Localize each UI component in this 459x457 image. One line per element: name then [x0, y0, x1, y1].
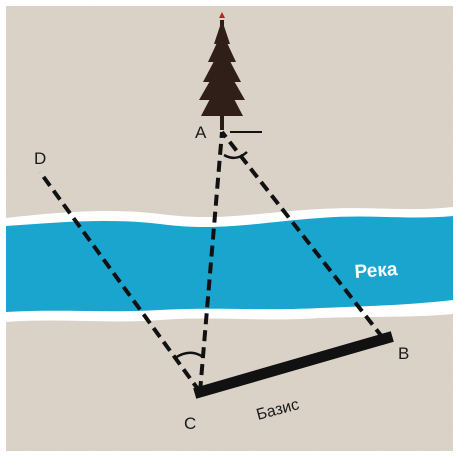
pine-tree-icon: [199, 12, 245, 130]
river-label: Река: [354, 259, 399, 283]
line-c-to-a: [198, 131, 224, 393]
point-label-c: C: [184, 414, 196, 433]
point-label-b: B: [398, 344, 409, 363]
point-label-a: A: [195, 123, 207, 142]
point-label-d: D: [34, 149, 46, 168]
baseline-c-b: [193, 331, 394, 399]
angle-arc-c: [174, 351, 204, 360]
line-b-to-a: [220, 130, 385, 340]
angle-arc-a: [223, 151, 248, 160]
line-c-to-d: [38, 170, 202, 394]
river: [6, 216, 453, 312]
